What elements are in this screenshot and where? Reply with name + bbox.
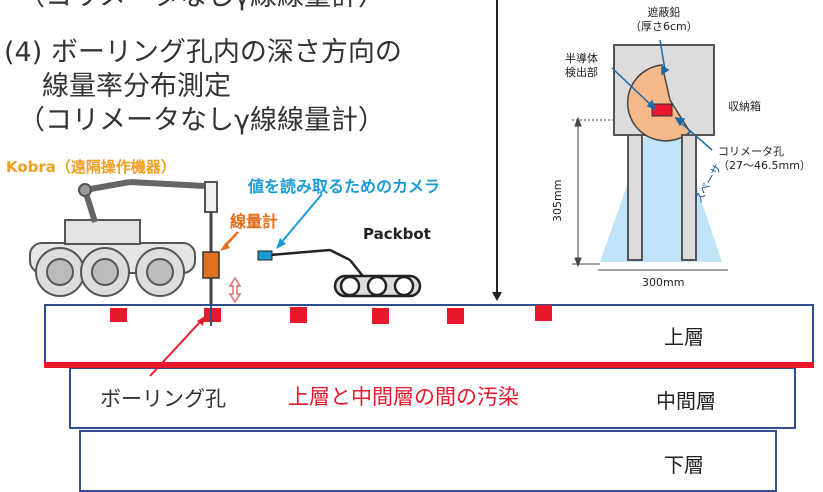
case-label: 収納箱 — [728, 100, 761, 113]
divider-arrow-icon — [492, 292, 502, 301]
width-dimension: 300mm — [642, 276, 685, 289]
kobra-label: Kobra（遠隔操作機器） — [6, 158, 176, 176]
dosimeter-label: 線量計 — [230, 212, 279, 231]
item4-title-line2: 線量率分布測定 — [42, 71, 231, 102]
semiconductor-label-line2: 検出部 — [565, 66, 598, 79]
contamination-label: 上層と中間層の間の汚染 — [288, 385, 519, 409]
up-down-arrow-icon — [228, 276, 242, 304]
semiconductor-detector — [651, 103, 673, 117]
kobra-robot-icon — [29, 179, 206, 297]
lead-shield — [626, 64, 691, 142]
lead-shield-label-line2: （厚さ6cm） — [630, 20, 698, 33]
height-dimension: 305mm — [551, 179, 564, 222]
packbot-label: Packbot — [363, 225, 431, 243]
semiconductor-label: 半導体 検出部 — [565, 52, 598, 80]
item4-title-line3: （コリメータなしγ線線量計） — [18, 105, 385, 136]
detector-diagram — [600, 44, 722, 262]
middle-layer — [69, 367, 796, 429]
item3-title-cut: （コリメータなしγ線線量計） — [18, 0, 385, 14]
detector-pointers — [611, 39, 713, 151]
contamination-band — [44, 362, 814, 368]
camera-pointer — [279, 193, 323, 245]
dosimeter-icon — [202, 181, 220, 310]
lower-layer-label: 下層 — [664, 453, 704, 477]
collimator-label-line1: コリメータ孔 — [718, 145, 784, 158]
lead-shield-label: 遮蔽鉛 （厚さ6cm） — [630, 6, 698, 34]
dimension-lines — [572, 116, 728, 271]
camera-label: 値を読み取るためのカメラ — [248, 177, 441, 196]
semiconductor-label-line1: 半導体 — [565, 52, 598, 65]
boring-hole-label: ボーリング孔 — [100, 387, 226, 411]
collimator-label: コリメータ孔 （27～46.5mm） — [718, 145, 811, 173]
upper-layer-label: 上層 — [664, 325, 704, 349]
item4-title-line1: (4) ボーリング孔内の深さ方向の — [4, 37, 402, 68]
lead-shield-label-line1: 遮蔽鉛 — [647, 6, 681, 19]
packbot-robot-icon — [257, 248, 422, 298]
lower-layer — [79, 430, 777, 492]
middle-layer-label: 中間層 — [656, 389, 716, 413]
collimator-label-line2: （27～46.5mm） — [718, 159, 811, 172]
